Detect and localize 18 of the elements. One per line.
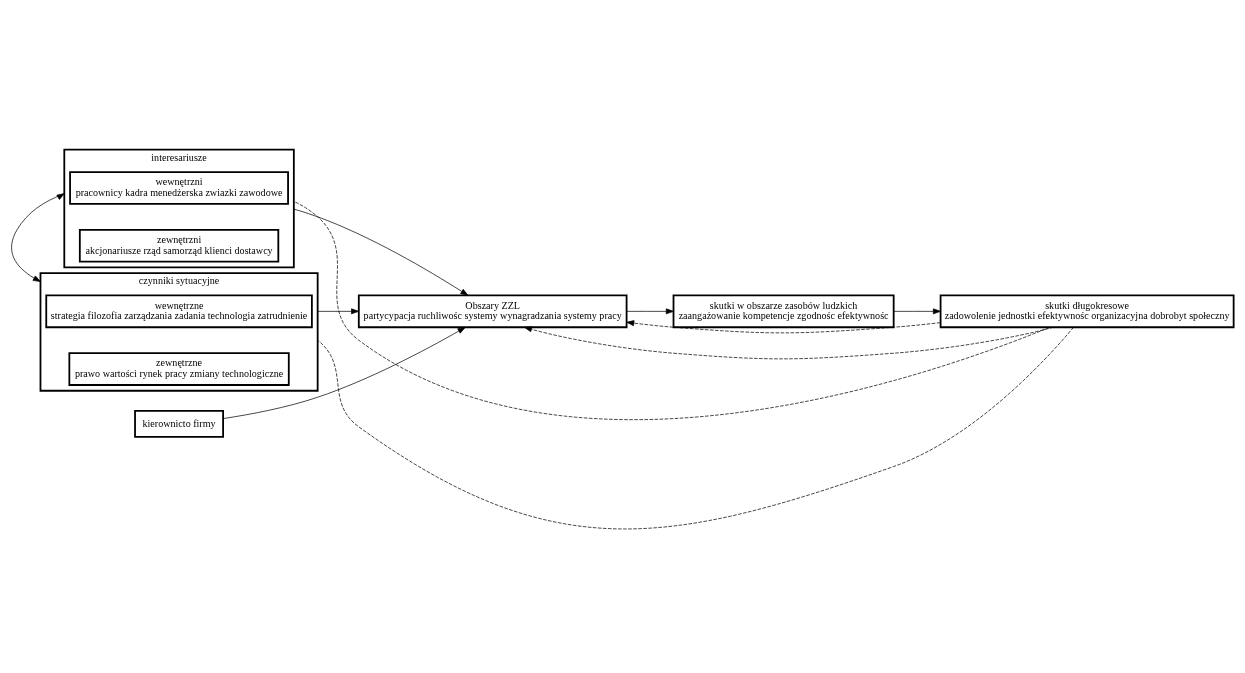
node-box: skutki długokresowe zadowolenie jednostki efektywnośc organizacyjna dobrobyt społeczny: [939, 294, 1235, 329]
connector: [317, 326, 1074, 530]
node-box: wewnętrzni pracownicy kadra menedżerska zwiazki zawodowe: [69, 171, 289, 205]
node-box: zewnętrzne prawo wartości rynek pracy zmiany technologiczne: [68, 352, 290, 386]
node-box: skutki w obszarze zasobów ludzkich zaangażowanie kompetencje zgodnośc efektywnośc: [672, 294, 895, 329]
arrow: [317, 308, 360, 315]
node-box: wewnętrzne strategia filozofia zarządzania zadania technologia zatrudnienie: [45, 294, 313, 329]
arrow: [524, 326, 1054, 360]
node-box: kierownicto firmy: [134, 410, 224, 438]
arrow: [626, 320, 941, 334]
arrow: [223, 327, 466, 419]
arrow: [893, 308, 941, 315]
node-box: zewnętrzni akcjonariusze rząd samorząd klienci dostawcy: [78, 228, 280, 263]
arrow: [626, 308, 674, 315]
connector: [293, 201, 1051, 420]
node-box: Obszary ZZL partycypacja ruchliwośc systemy wynagradzania systemy pracy: [357, 294, 628, 329]
arrow: [293, 208, 469, 296]
arrow: [11, 193, 65, 282]
